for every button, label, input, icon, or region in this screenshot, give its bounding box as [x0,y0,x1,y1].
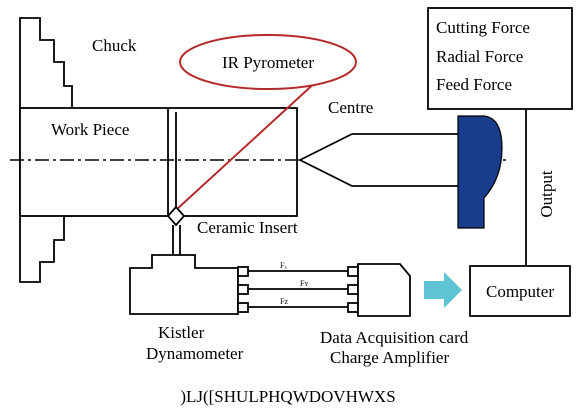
centre-holder [457,115,503,229]
computer-label: Computer [486,282,554,301]
charge-amplifier-label: Charge Amplifier [330,348,449,367]
daq-port-x [347,266,359,277]
centre-label: Centre [328,98,373,117]
force-y-label: Fʏ [300,279,308,288]
dynamometer-port-x [237,266,249,277]
charge-amplifier-box [357,263,411,317]
data-flow-arrow [424,272,462,308]
centre-cone [297,133,461,187]
dynamometer-port-z [237,302,249,313]
kistler-label: Kistler [158,323,205,342]
daq-label: Data Acquisition card [320,328,469,347]
ceramic-insert-label: Ceramic Insert [197,218,298,237]
figure-caption: )LJ([SHULPHQWDOVHWXS [180,387,395,406]
dynamometer-port-y [237,284,249,295]
ceramic-insert [166,205,186,227]
dynamometer-label: Dynamometer [146,344,244,363]
forces-line-radial: Radial Force [436,47,523,66]
output-label: Output [537,170,556,218]
ir-pyrometer-label: IR Pyrometer [222,53,314,72]
forces-box [427,7,573,110]
ir-pyrometer-ellipse [179,34,357,90]
daq-port-y [347,284,359,295]
force-x-label: Fₓ [280,261,287,270]
computer-box [469,265,571,317]
force-z-label: Fᴢ [280,297,288,306]
work-piece [19,107,298,217]
chuck-label: Chuck [92,36,137,55]
pyrometer-sight-line [175,79,319,211]
forces-line-feed: Feed Force [436,75,512,94]
daq-port-z [347,302,359,313]
forces-line-cutting: Cutting Force [436,18,530,37]
work-piece-label: Work Piece [51,120,129,139]
dynamometer-body [129,254,239,315]
